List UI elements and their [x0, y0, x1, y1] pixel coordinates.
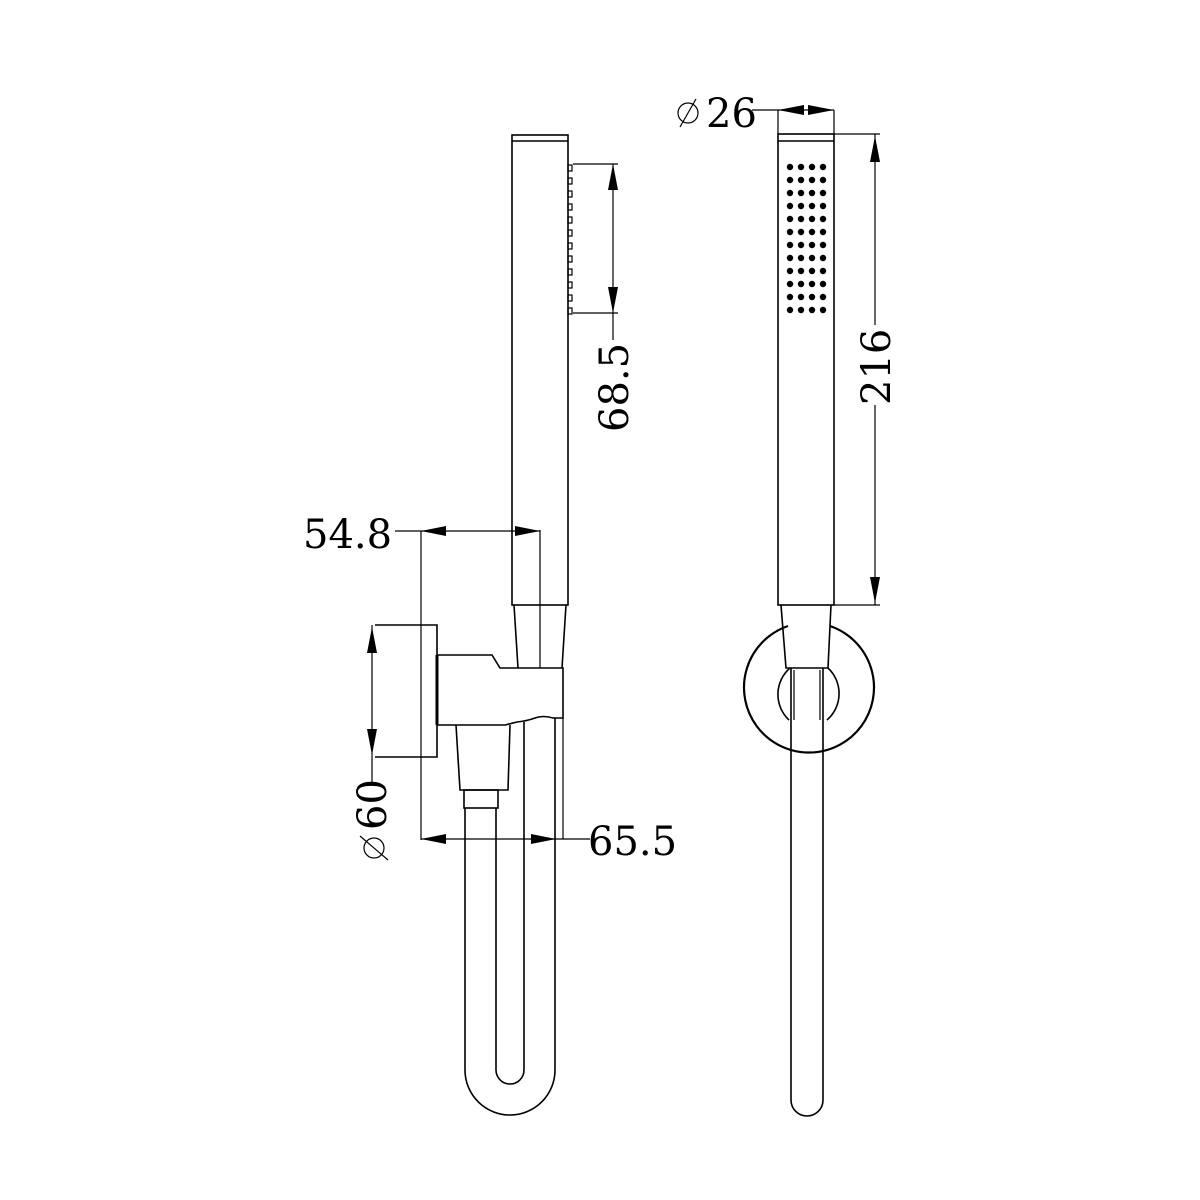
dim-handle-diameter: 26 [677, 91, 835, 137]
nozzle-dot [786, 267, 794, 275]
nozzle-dot [797, 293, 805, 301]
nozzle-dot [819, 202, 827, 210]
nozzle-tooth [567, 307, 573, 315]
nozzle-dot [808, 215, 816, 223]
nozzle-tooth [567, 216, 573, 224]
dim-handle-length: 216 [834, 133, 900, 606]
nozzle-dot [786, 306, 794, 314]
nozzle-dot [797, 189, 805, 197]
dim-bracket-offset-bottom-label: 65.5 [588, 819, 677, 865]
nozzle-dot [786, 215, 794, 223]
front-handle [777, 133, 835, 669]
nozzle-dot [797, 163, 805, 171]
nozzle-dot [797, 202, 805, 210]
nozzle-dot [786, 163, 794, 171]
nozzle-dot [797, 254, 805, 262]
nozzle-dot [786, 254, 794, 262]
nozzle-dot [819, 254, 827, 262]
nozzle-dot [819, 176, 827, 184]
nozzle-dot [819, 189, 827, 197]
front-wall-plate [742, 624, 876, 754]
nozzle-dot [797, 228, 805, 236]
nozzle-dot [786, 202, 794, 210]
nozzle-dot [819, 228, 827, 236]
nozzle-dot [819, 267, 827, 275]
nozzle-dot [786, 228, 794, 236]
nozzle-dot [819, 163, 827, 171]
dim-handle-length-label: 216 [854, 329, 900, 405]
nozzle-dot [797, 176, 805, 184]
nozzle-dot [819, 306, 827, 314]
nozzle-dot [797, 267, 805, 275]
side-hose-connector [455, 724, 511, 809]
front-hose [790, 668, 824, 1117]
side-nozzle-teeth [567, 164, 573, 315]
nozzle-dot [786, 241, 794, 249]
dim-spray-length-label: 68.5 [592, 343, 638, 432]
nozzle-tooth [567, 242, 573, 250]
nozzle-dot [808, 202, 816, 210]
front-view: 26 216 [677, 91, 900, 1117]
nozzle-dot [808, 254, 816, 262]
nozzle-tooth [567, 203, 573, 211]
nozzle-tooth [567, 190, 573, 198]
nozzle-tooth [567, 255, 573, 263]
dim-wall-plate-diameter-label: 60 [350, 779, 396, 830]
nozzle-dot [797, 241, 805, 249]
nozzle-dot [786, 293, 794, 301]
nozzle-dot [819, 241, 827, 249]
nozzle-tooth [567, 281, 573, 289]
nozzle-dot [808, 189, 816, 197]
nozzle-tooth [567, 177, 573, 185]
dim-bracket-offset-top: 54.8 [303, 512, 540, 840]
dim-handle-diameter-label: 26 [706, 91, 757, 137]
dim-bracket-offset-bottom: 65.5 [421, 718, 677, 865]
nozzle-dot [819, 280, 827, 288]
dim-wall-plate-diameter: 60 [350, 625, 396, 861]
nozzle-dot [786, 189, 794, 197]
nozzle-grid [786, 163, 827, 314]
nozzle-dot [808, 306, 816, 314]
nozzle-dot [808, 241, 816, 249]
nozzle-tooth [567, 164, 573, 172]
side-bracket [437, 654, 564, 726]
nozzle-dot [808, 293, 816, 301]
nozzle-dot [808, 163, 816, 171]
nozzle-dot [797, 215, 805, 223]
nozzle-dot [819, 293, 827, 301]
nozzle-dot [808, 228, 816, 236]
side-handle [511, 134, 573, 669]
side-view: 68.5 54.8 60 65.5 [303, 134, 677, 1116]
nozzle-dot [797, 280, 805, 288]
nozzle-tooth [567, 229, 573, 237]
nozzle-dot [808, 176, 816, 184]
nozzle-dot [819, 215, 827, 223]
side-wall-plate [375, 624, 439, 758]
nozzle-dot [786, 176, 794, 184]
nozzle-dot [808, 280, 816, 288]
nozzle-tooth [567, 268, 573, 276]
nozzle-dot [786, 280, 794, 288]
nozzle-dot [808, 267, 816, 275]
nozzle-dot [797, 306, 805, 314]
dim-spray-length: 68.5 [573, 163, 638, 432]
nozzle-tooth [567, 294, 573, 302]
dim-bracket-offset-top-label: 54.8 [303, 512, 392, 558]
side-hose [464, 718, 556, 1116]
